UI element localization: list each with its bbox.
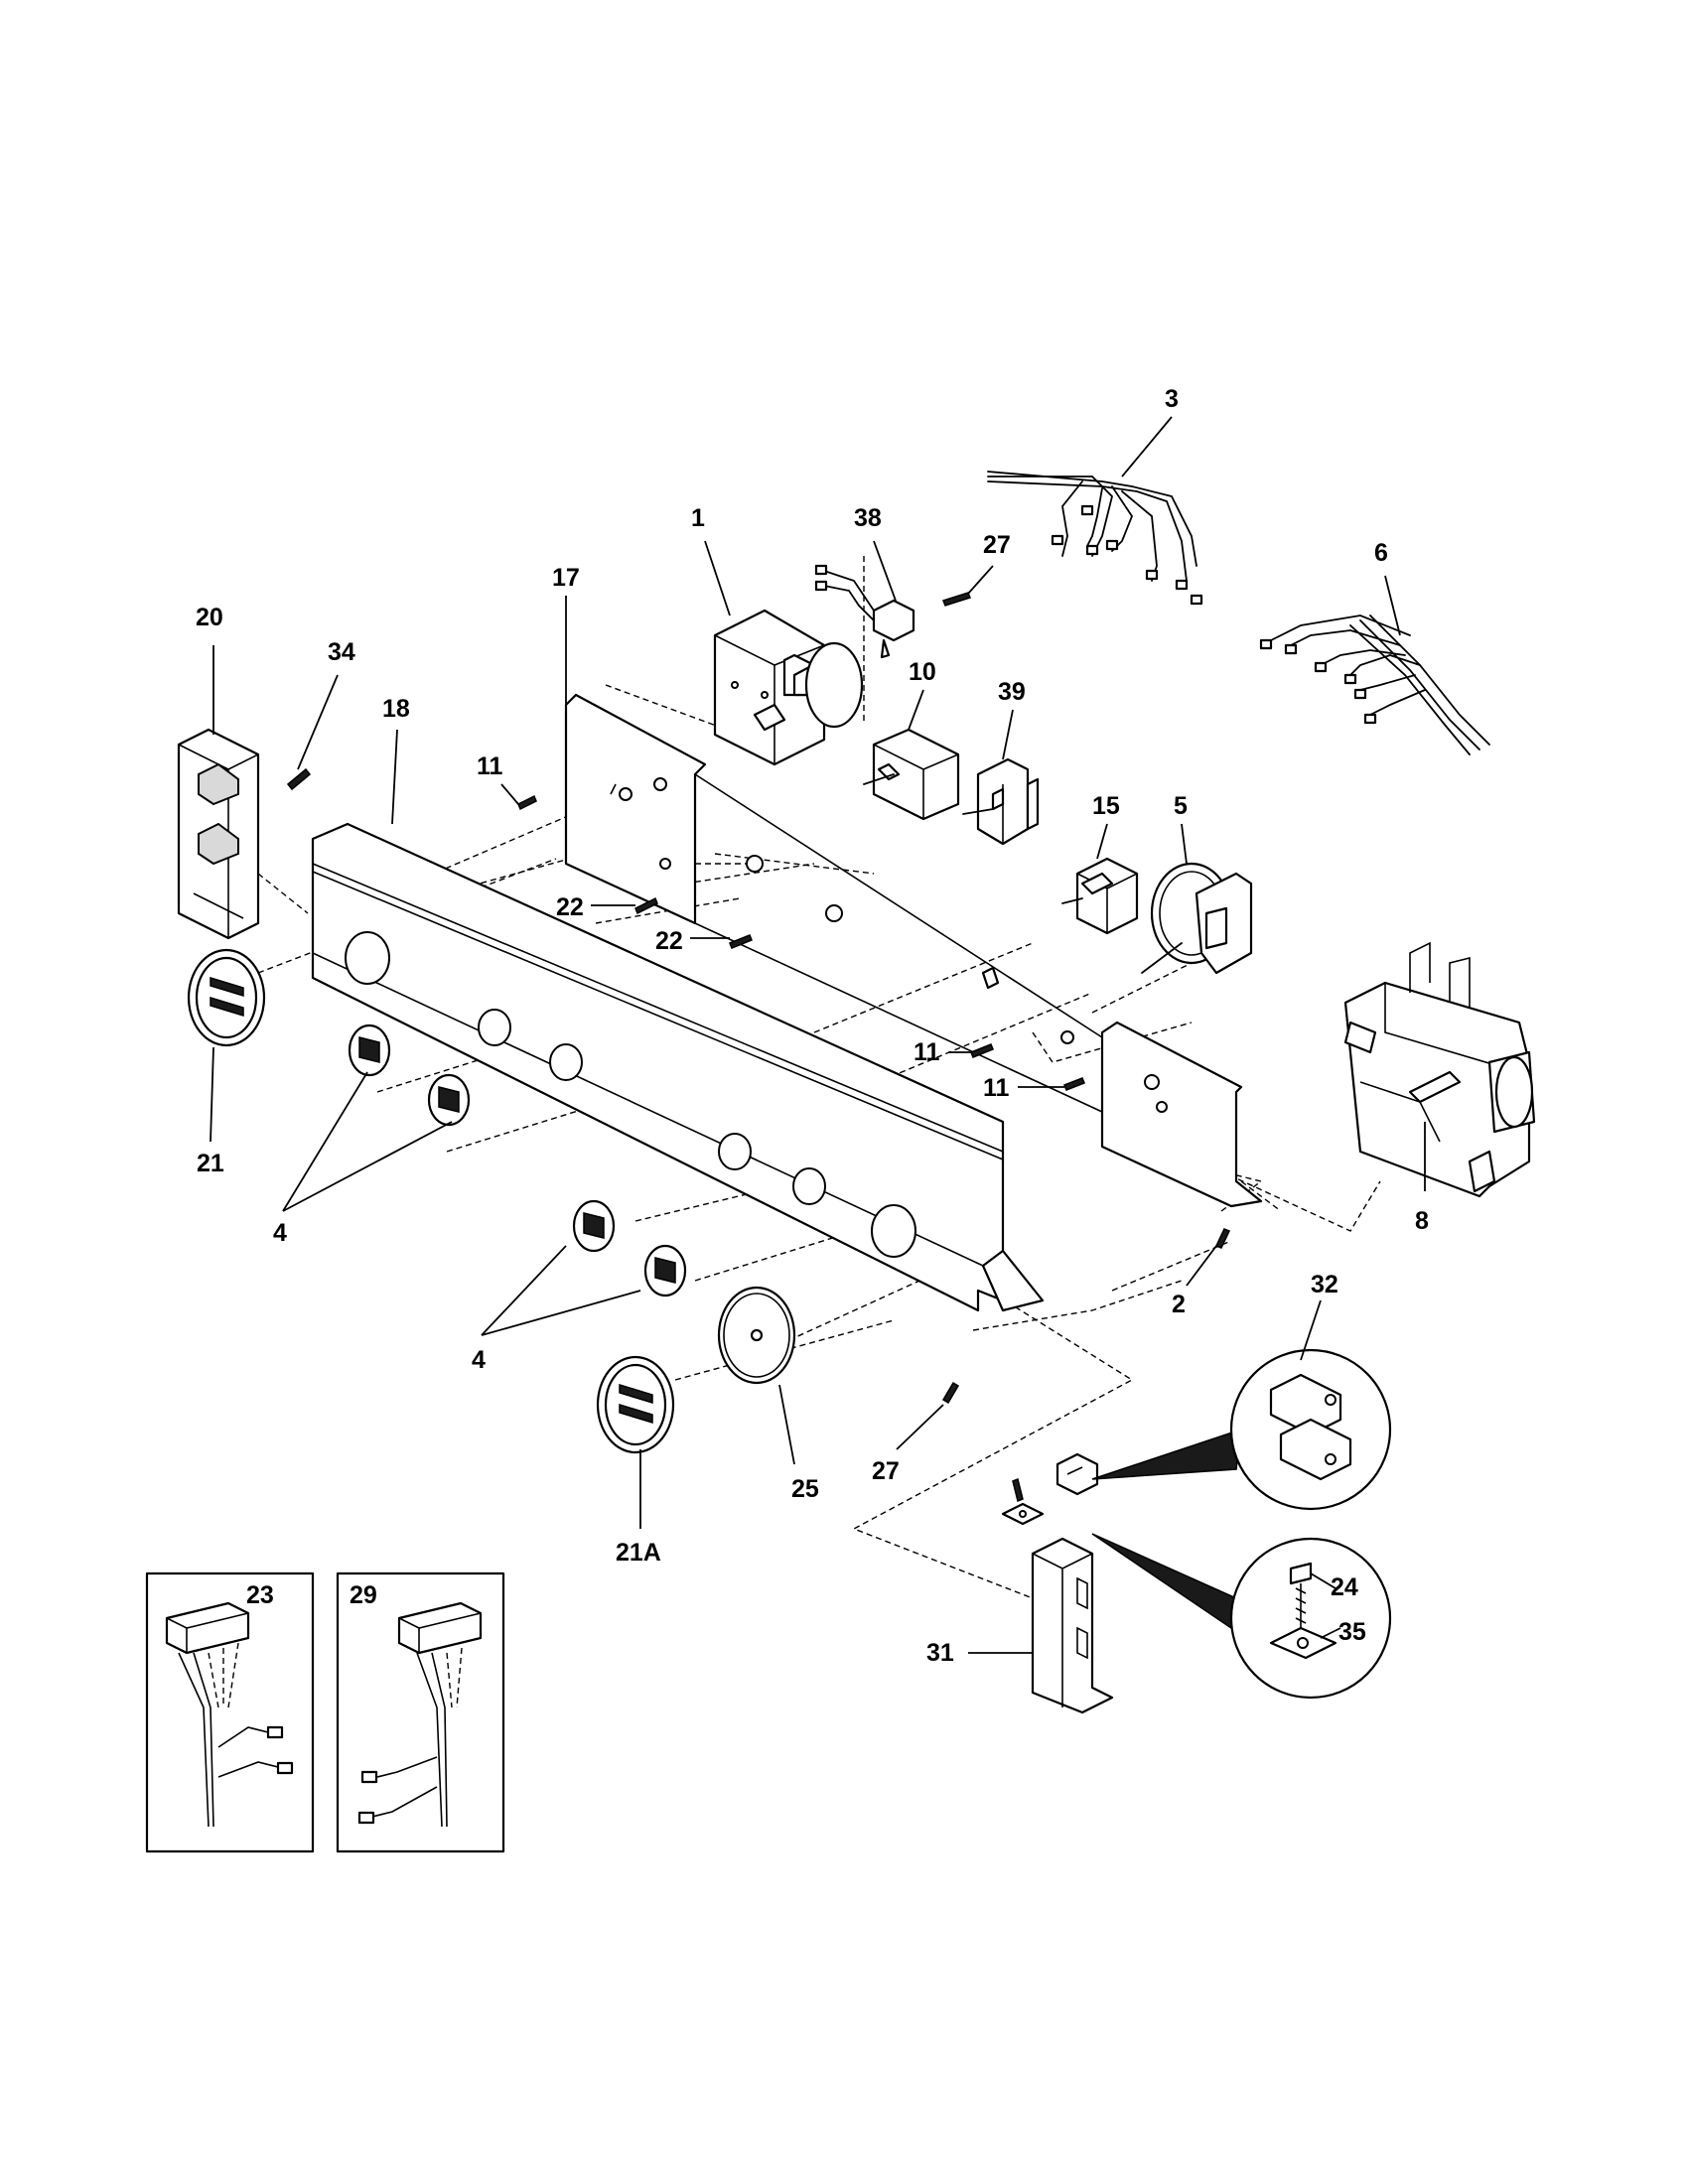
connector-38	[814, 564, 915, 659]
callout-38: 38	[854, 504, 882, 532]
pressure-switch	[1141, 862, 1253, 975]
timer	[713, 609, 864, 766]
callout-24: 24	[1331, 1573, 1358, 1601]
callout-29: 29	[350, 1581, 377, 1609]
knob-4d	[643, 1244, 687, 1297]
dispenser-assembly	[1343, 941, 1536, 1198]
end-cap-right	[1031, 1537, 1114, 1714]
callout-39: 39	[998, 678, 1026, 706]
callout-4-a: 4	[273, 1219, 287, 1247]
knob-21a	[596, 1355, 675, 1454]
detail-zoom-32	[1091, 1348, 1392, 1511]
panel-hole	[718, 1133, 752, 1170]
callout-4-b: 4	[472, 1346, 486, 1374]
callout-31: 31	[926, 1639, 954, 1667]
callout-21: 21	[197, 1150, 224, 1177]
wire-harness-6	[1259, 614, 1490, 755]
callout-27-lower: 27	[872, 1457, 900, 1485]
bracket-32-small	[1055, 1452, 1099, 1496]
callout-20: 20	[196, 604, 223, 631]
callout-17: 17	[552, 564, 580, 592]
wire-harness-3	[987, 471, 1203, 606]
switch-15	[1061, 857, 1139, 935]
screws	[286, 592, 1231, 1503]
knob-4c	[572, 1199, 616, 1253]
callout-34: 34	[328, 638, 355, 666]
detail-zoom-24-35	[1091, 1533, 1392, 1700]
end-cap-left	[177, 728, 260, 940]
callout-25: 25	[791, 1475, 819, 1503]
callout-labels: 1 38 27 3 6 17 10 39 15 5 18 20 34 11 22…	[196, 385, 1429, 1667]
callout-32: 32	[1311, 1271, 1338, 1298]
console-panel	[311, 822, 1045, 1312]
inner-panel-lines	[694, 773, 1103, 1113]
mounting-bracket	[564, 693, 707, 925]
callout-18: 18	[382, 695, 410, 723]
switch-10	[863, 728, 960, 821]
panel-hole	[345, 931, 390, 985]
callout-2: 2	[1172, 1291, 1186, 1318]
callout-27-upper: 27	[983, 531, 1011, 559]
callout-21a: 21A	[616, 1539, 661, 1567]
panel-hole	[549, 1043, 583, 1081]
callout-11-mid: 11	[914, 1038, 940, 1066]
callout-5: 5	[1174, 792, 1188, 820]
panel-hole	[792, 1167, 826, 1205]
callout-22-b: 22	[655, 927, 683, 955]
callout-10: 10	[909, 658, 936, 686]
knob-4a	[348, 1024, 391, 1077]
knob-4b	[427, 1073, 471, 1127]
callout-6: 6	[1374, 539, 1388, 567]
callout-15: 15	[1092, 792, 1120, 820]
panel-hole	[478, 1009, 511, 1046]
callout-11-top: 11	[477, 752, 503, 780]
harness-inset-29	[336, 1571, 505, 1853]
clip-35-small	[1001, 1502, 1045, 1526]
callout-3: 3	[1165, 385, 1179, 413]
panel-hole	[871, 1204, 916, 1258]
leader-lines	[210, 416, 1426, 1654]
knob-21	[187, 948, 266, 1047]
callout-8: 8	[1415, 1207, 1429, 1235]
dial-25	[717, 1286, 796, 1385]
callout-1: 1	[691, 504, 705, 532]
callout-11-low: 11	[983, 1074, 1010, 1102]
callout-22-a: 22	[556, 893, 584, 921]
switch-39	[962, 757, 1040, 846]
harness-inset-23	[145, 1571, 315, 1853]
callout-35: 35	[1338, 1618, 1366, 1646]
right-bracket	[1100, 1021, 1263, 1208]
callout-23: 23	[246, 1581, 274, 1609]
